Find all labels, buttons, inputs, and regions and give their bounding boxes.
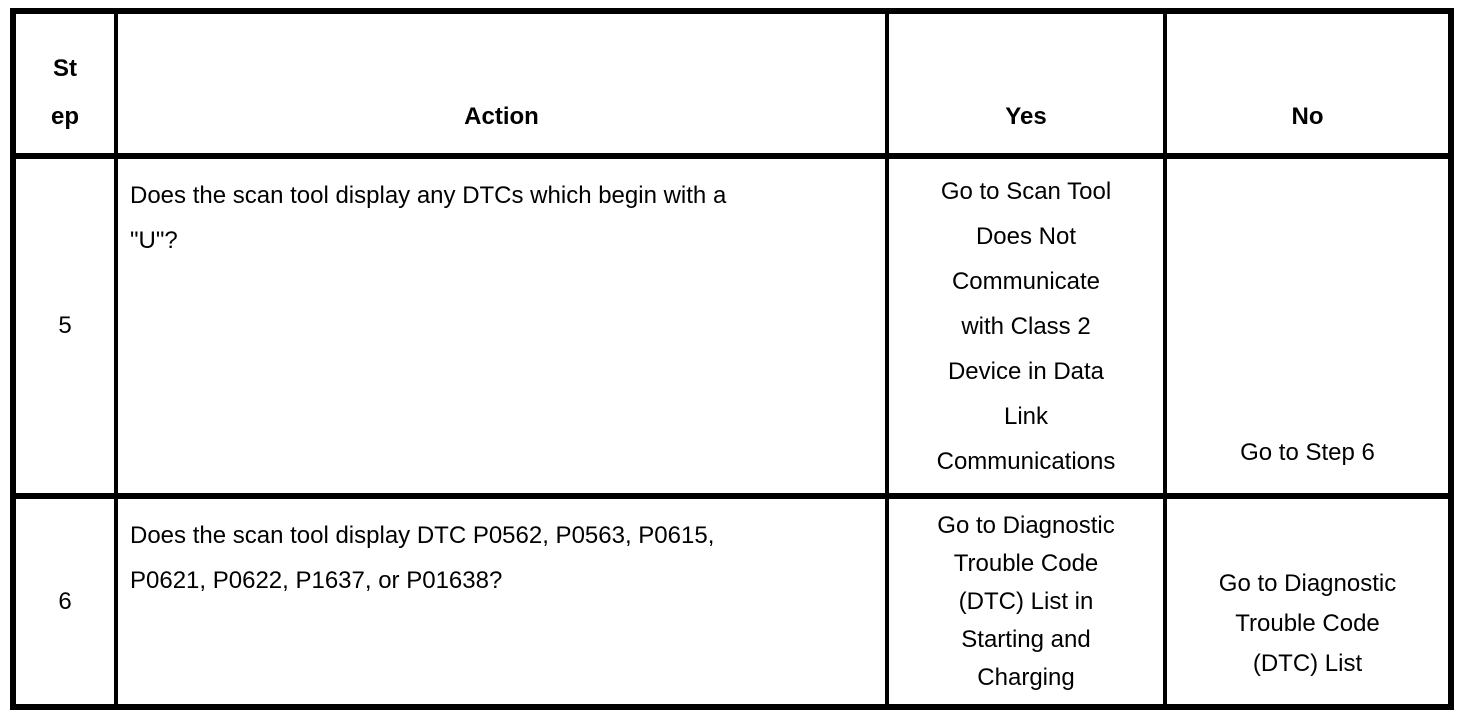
yes-result-text: Go to Diagnostic Trouble Code (DTC) List… bbox=[885, 494, 1167, 709]
action-text: Does the scan tool display DTC P0562, P0… bbox=[114, 494, 889, 709]
table-row-step-6: 6 Does the scan tool display DTC P0562, … bbox=[11, 494, 1453, 709]
no-result-text: Go to Step 6 bbox=[1163, 154, 1453, 499]
column-header-action: Action bbox=[114, 9, 889, 159]
column-header-no: No bbox=[1163, 9, 1453, 159]
step-number: 5 bbox=[11, 154, 118, 499]
table-header-row: St ep Action Yes No bbox=[11, 9, 1453, 159]
step-number: 6 bbox=[11, 494, 118, 709]
action-text: Does the scan tool display any DTCs whic… bbox=[114, 154, 889, 499]
no-result-text: Go to Diagnostic Trouble Code (DTC) List bbox=[1163, 494, 1453, 709]
yes-result-text: Go to Scan Tool Does Not Communicate wit… bbox=[885, 154, 1167, 499]
diagnostic-steps-table: St ep Action Yes No 5 Does the scan tool… bbox=[10, 8, 1454, 710]
table-row-step-5: 5 Does the scan tool display any DTCs wh… bbox=[11, 154, 1453, 499]
column-header-step: St ep bbox=[11, 9, 118, 159]
column-header-yes: Yes bbox=[885, 9, 1167, 159]
